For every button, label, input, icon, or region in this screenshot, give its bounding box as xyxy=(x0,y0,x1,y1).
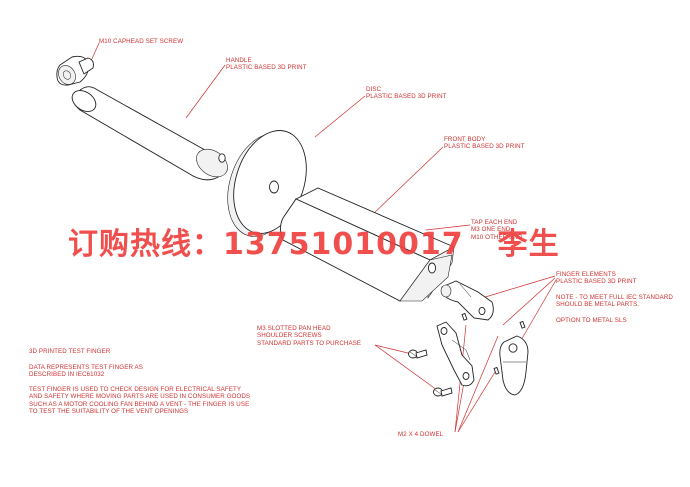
fingertip-part xyxy=(499,335,529,396)
description-title: 3D PRINTED TEST FINGER xyxy=(29,348,111,355)
hotline-prefix: 订购热线： xyxy=(68,227,223,262)
description-body: TEST FINGER IS USED TO CHECK DESIGN FOR … xyxy=(29,386,251,416)
leader-dowel-3 xyxy=(457,371,496,433)
hotline-banner: 订购热线：13751010017 李生 xyxy=(68,219,560,263)
handle-part xyxy=(71,86,228,181)
leader-lines xyxy=(83,42,557,433)
m3-screws xyxy=(408,349,453,397)
hotline-phone: 13751010017 xyxy=(223,227,464,262)
leader-finger-3 xyxy=(519,279,557,343)
finger-middle-link xyxy=(436,321,475,387)
leader-finger-1 xyxy=(481,275,556,299)
leader-m3-1 xyxy=(374,344,413,355)
leader-front-body xyxy=(371,146,444,216)
leader-dowel-4 xyxy=(457,335,499,433)
label-option: OPTION TO METAL SLS xyxy=(556,317,627,324)
set-screw-part xyxy=(56,55,94,86)
leader-tap xyxy=(425,224,471,231)
hotline-contact-name: 李生 xyxy=(497,227,560,262)
finger-first-joint xyxy=(440,280,494,321)
dowel-pins xyxy=(461,312,526,375)
label-dowel: M2 X 4 DOWEL xyxy=(398,431,444,438)
disc-part xyxy=(227,130,307,237)
leader-finger-2 xyxy=(502,277,556,326)
leader-handle xyxy=(185,64,226,119)
leader-dowel-2 xyxy=(454,376,466,433)
leader-disc xyxy=(314,95,366,138)
leader-m3-2 xyxy=(374,344,438,391)
label-set-screw: M10 CAPHEAD SET SCREW xyxy=(99,38,184,45)
front-body-part xyxy=(280,187,456,302)
